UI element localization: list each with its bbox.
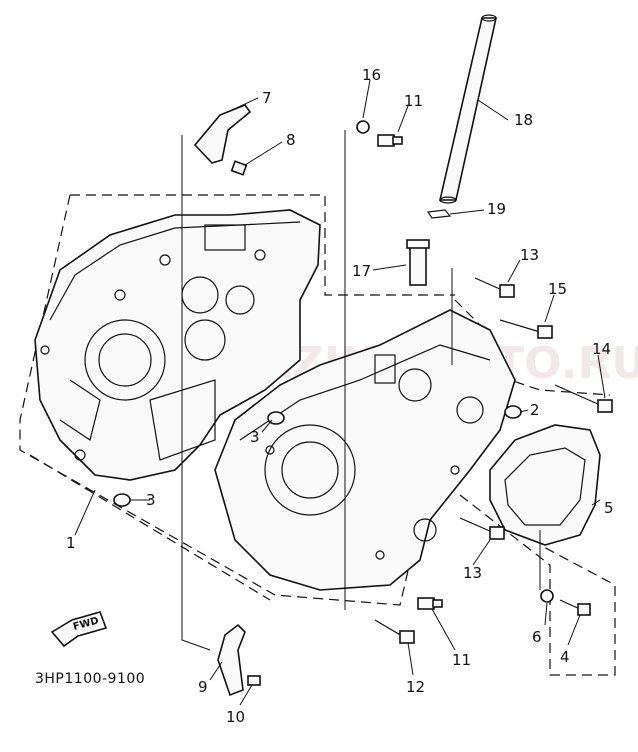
washer-6 [540, 589, 554, 603]
bolt-13-top [474, 277, 515, 298]
callout-13-bottom: 13 [463, 564, 482, 582]
left-crankcase-half [34, 209, 321, 481]
callout-9: 9 [198, 678, 208, 696]
breather-hose [438, 14, 497, 204]
callout-11-bottom: 11 [452, 651, 471, 669]
callout-4: 4 [560, 648, 570, 666]
right-crankcase-half [214, 309, 516, 591]
callout-3-left: 3 [146, 491, 156, 509]
callout-14: 14 [592, 340, 611, 358]
callout-7: 7 [262, 89, 272, 107]
callout-19: 19 [487, 200, 506, 218]
callout-numbers: 7 8 16 11 18 19 17 13 15 14 2 3 3 5 1 13… [66, 66, 614, 726]
assembly-guide-lines [19, 194, 616, 676]
bolt-15 [499, 319, 553, 339]
callout-12: 12 [406, 678, 425, 696]
hose-clip [426, 209, 452, 219]
leader-lines [74, 79, 606, 706]
callout-11-top: 11 [404, 92, 423, 110]
callout-1: 1 [66, 534, 76, 552]
callout-5: 5 [604, 499, 614, 517]
upper-bracket [193, 104, 252, 176]
callout-18: 18 [514, 111, 533, 129]
bolt-12 [374, 619, 415, 644]
bolt-13-bottom [459, 517, 505, 540]
bolt-11-top [377, 134, 403, 147]
bolts [356, 120, 613, 644]
crankcase-cover [489, 424, 601, 546]
callout-15: 15 [548, 280, 567, 298]
bolt-4 [559, 599, 591, 616]
drawing-code: 3HP1100-9100 [35, 671, 145, 687]
bolt-14 [554, 384, 613, 413]
callout-8: 8 [286, 131, 296, 149]
bolt-11-bottom [417, 597, 443, 610]
pipe-fitting [406, 239, 430, 286]
callout-13-top: 13 [520, 246, 539, 264]
callout-2: 2 [530, 401, 540, 419]
washer-16 [356, 120, 370, 134]
forward-arrow: FWD [50, 611, 108, 648]
lower-bracket [217, 623, 261, 697]
callout-16: 16 [362, 66, 381, 84]
callout-3-right: 3 [250, 428, 260, 446]
callout-6: 6 [532, 628, 542, 646]
dowel-pins [113, 405, 522, 507]
callout-10: 10 [226, 708, 245, 726]
callout-17: 17 [352, 262, 371, 280]
